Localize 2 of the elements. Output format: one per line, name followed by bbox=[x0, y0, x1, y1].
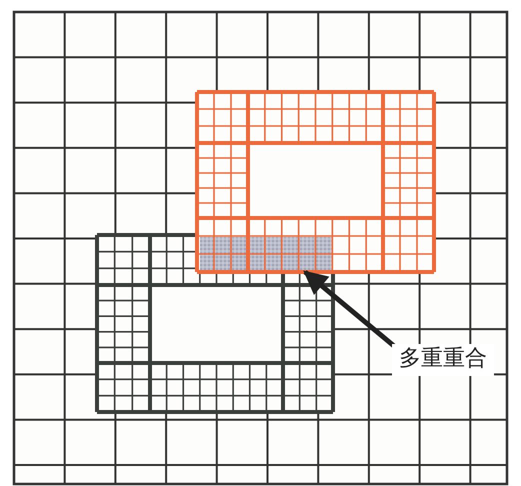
callout-label: 多重重合 bbox=[392, 344, 494, 376]
arrow bbox=[303, 270, 396, 348]
